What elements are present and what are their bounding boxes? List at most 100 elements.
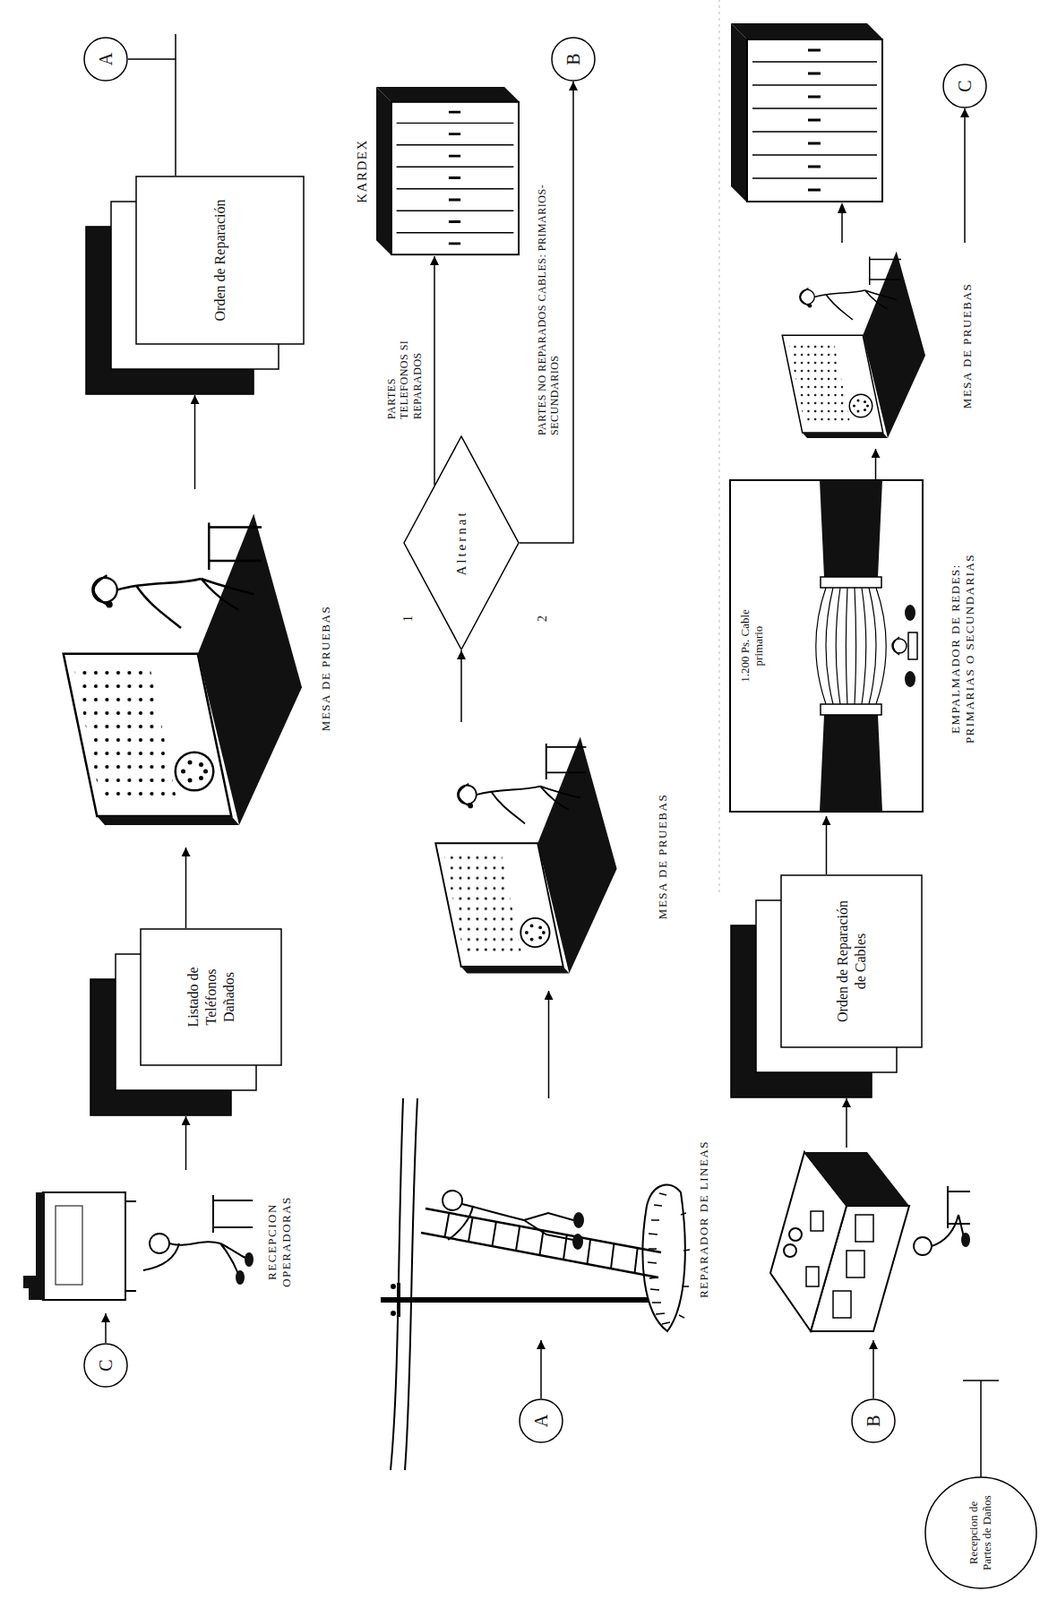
- node-label: EMPALMADOR DE REDES: PRIMARIAS O SECUNDA…: [948, 536, 977, 761]
- flow-arrow: [548, 990, 551, 1099]
- document-stack: Orden de Reparación de Cables: [730, 874, 923, 1099]
- document-page: [781, 875, 922, 1048]
- node-label: B: [550, 36, 596, 82]
- test-desk-illustration: [782, 251, 926, 439]
- reception-callout: [925, 1477, 1037, 1589]
- test-desk-station: MESA DE PRUEBAS: [44, 489, 341, 848]
- document-page: [140, 928, 282, 1066]
- operator-illustration: [23, 1275, 36, 1300]
- node-label: C: [83, 1342, 129, 1388]
- cable-splice-illustration: [904, 670, 916, 688]
- row-divider: [719, 0, 721, 893]
- cable-splice-illustration: [820, 704, 882, 715]
- flow-arrow-to-cabinet: [837, 202, 847, 214]
- connector-circle: C: [942, 63, 988, 109]
- reception-desk-illustration: [961, 1232, 971, 1247]
- circle-outline: [84, 1343, 128, 1387]
- reception-desk-illustration: [810, 1211, 824, 1231]
- operator-illustration: [235, 1270, 245, 1285]
- node-label: Alternat: [403, 435, 520, 651]
- reception-desk-illustration: [783, 1244, 797, 1257]
- kardex-station: KARDEX: [353, 85, 520, 257]
- line-repairer-illustration: [380, 1297, 663, 1303]
- line-repairer-illustration: [445, 1212, 638, 1273]
- line-repairer-illustration: [524, 1212, 574, 1240]
- cable-splice-illustration: [819, 480, 883, 577]
- cable-splice-illustration: [908, 632, 918, 660]
- reception-desk-illustration: [806, 1266, 819, 1287]
- callout-number: 2: [535, 615, 551, 622]
- operator-illustration: [23, 1192, 254, 1300]
- cable-splice-illustration: [820, 576, 882, 588]
- connector-circle: B: [550, 36, 596, 82]
- connector-circle: A: [83, 36, 129, 82]
- node-label: A: [518, 1398, 564, 1444]
- doc-outline: [85, 175, 305, 396]
- operator-illustration: [149, 1233, 170, 1254]
- kardex-cabinet: [376, 86, 520, 256]
- flow-arrow: [872, 1340, 875, 1399]
- circle-outline: [84, 37, 128, 81]
- callout-number: 1: [401, 615, 416, 622]
- node-label: Listado de Teléfonos Dañados: [139, 928, 283, 1066]
- node-label: 1.200 Ps. Cable primario: [739, 604, 766, 688]
- reception-desk-illustration: [833, 1290, 851, 1318]
- test-desk-illustration: [63, 514, 302, 826]
- cable-splice-illustration: [819, 714, 883, 812]
- node-label: KARDEX: [353, 85, 370, 257]
- operator-illustration: [42, 1192, 126, 1300]
- reception-desk-illustration: [804, 1151, 910, 1206]
- reception-callout: [962, 1380, 999, 1478]
- flow-arrow: [433, 256, 436, 485]
- line-repairer-illustration: [573, 1211, 585, 1229]
- reception-desk-illustration: [846, 1250, 865, 1278]
- node-label: MESA DE PRUEBAS: [655, 721, 671, 991]
- kardex-cabinet: [730, 23, 884, 203]
- flow-arrow: [185, 847, 188, 929]
- node-label: A: [83, 36, 129, 82]
- document-stack: Orden de Reparación: [85, 175, 305, 396]
- flow-arrow: [825, 816, 828, 875]
- cable-splice-illustration: [730, 480, 923, 812]
- line-repairer-illustration: [380, 1098, 690, 1470]
- flow-arrow: [540, 1340, 542, 1399]
- diamond-outline: [403, 436, 519, 650]
- connector-circle: A: [518, 1398, 564, 1444]
- operator-station: RECEPCION OPERADORAS: [26, 1169, 305, 1314]
- reception-callout: [925, 1380, 1037, 1589]
- node-label: C: [942, 63, 988, 109]
- line-repairer-illustration: [390, 1283, 396, 1290]
- line-repairer-illustration: [647, 1193, 690, 1324]
- operator-illustration: [220, 1243, 246, 1274]
- line-repairer-illustration: [396, 1282, 401, 1317]
- operator-illustration: [213, 1194, 253, 1233]
- cable-splice-illustration: [730, 480, 923, 812]
- line-repairer-illustration: [390, 1098, 404, 1470]
- cable-splice-illustration: [816, 587, 886, 705]
- line-repairer-illustration: [390, 1310, 396, 1316]
- test-desk-station: MESA DE PRUEBAS: [421, 721, 677, 991]
- line-repairer-illustration: [404, 1098, 418, 1470]
- reception-desk-illustration: [789, 1228, 802, 1241]
- reception-desk-illustration: [770, 1151, 971, 1332]
- line-repairer-illustration: [642, 1185, 685, 1332]
- flow-arrow: [104, 1313, 107, 1343]
- operator-illustration: [244, 1252, 254, 1267]
- operator-illustration: [35, 1192, 45, 1300]
- circle-outline: [851, 1399, 895, 1443]
- line-repairer-station: REPARADOR DE LINEAS: [376, 1098, 717, 1341]
- flow-arrow: [128, 59, 176, 176]
- connector-circle: B: [850, 1398, 896, 1444]
- document-page: [136, 176, 304, 344]
- node-label: Orden de Reparación: [135, 175, 305, 345]
- node-label: RECEPCION OPERADORAS: [265, 1178, 293, 1305]
- flow-arrow: [875, 448, 877, 481]
- cable-splice-illustration: [904, 604, 916, 621]
- doc-outline: [730, 874, 923, 1099]
- node-label: REPARADOR DE LINEAS: [696, 1098, 712, 1341]
- line-repairer-illustration: [447, 1205, 473, 1240]
- edge-label: PARTES NO REPARADOS CABLES: PRIMARIOS-SE…: [535, 166, 562, 436]
- node-label: Recepcion de Partes de Daños: [949, 1487, 1013, 1578]
- line-repairer-illustration: [442, 1190, 463, 1211]
